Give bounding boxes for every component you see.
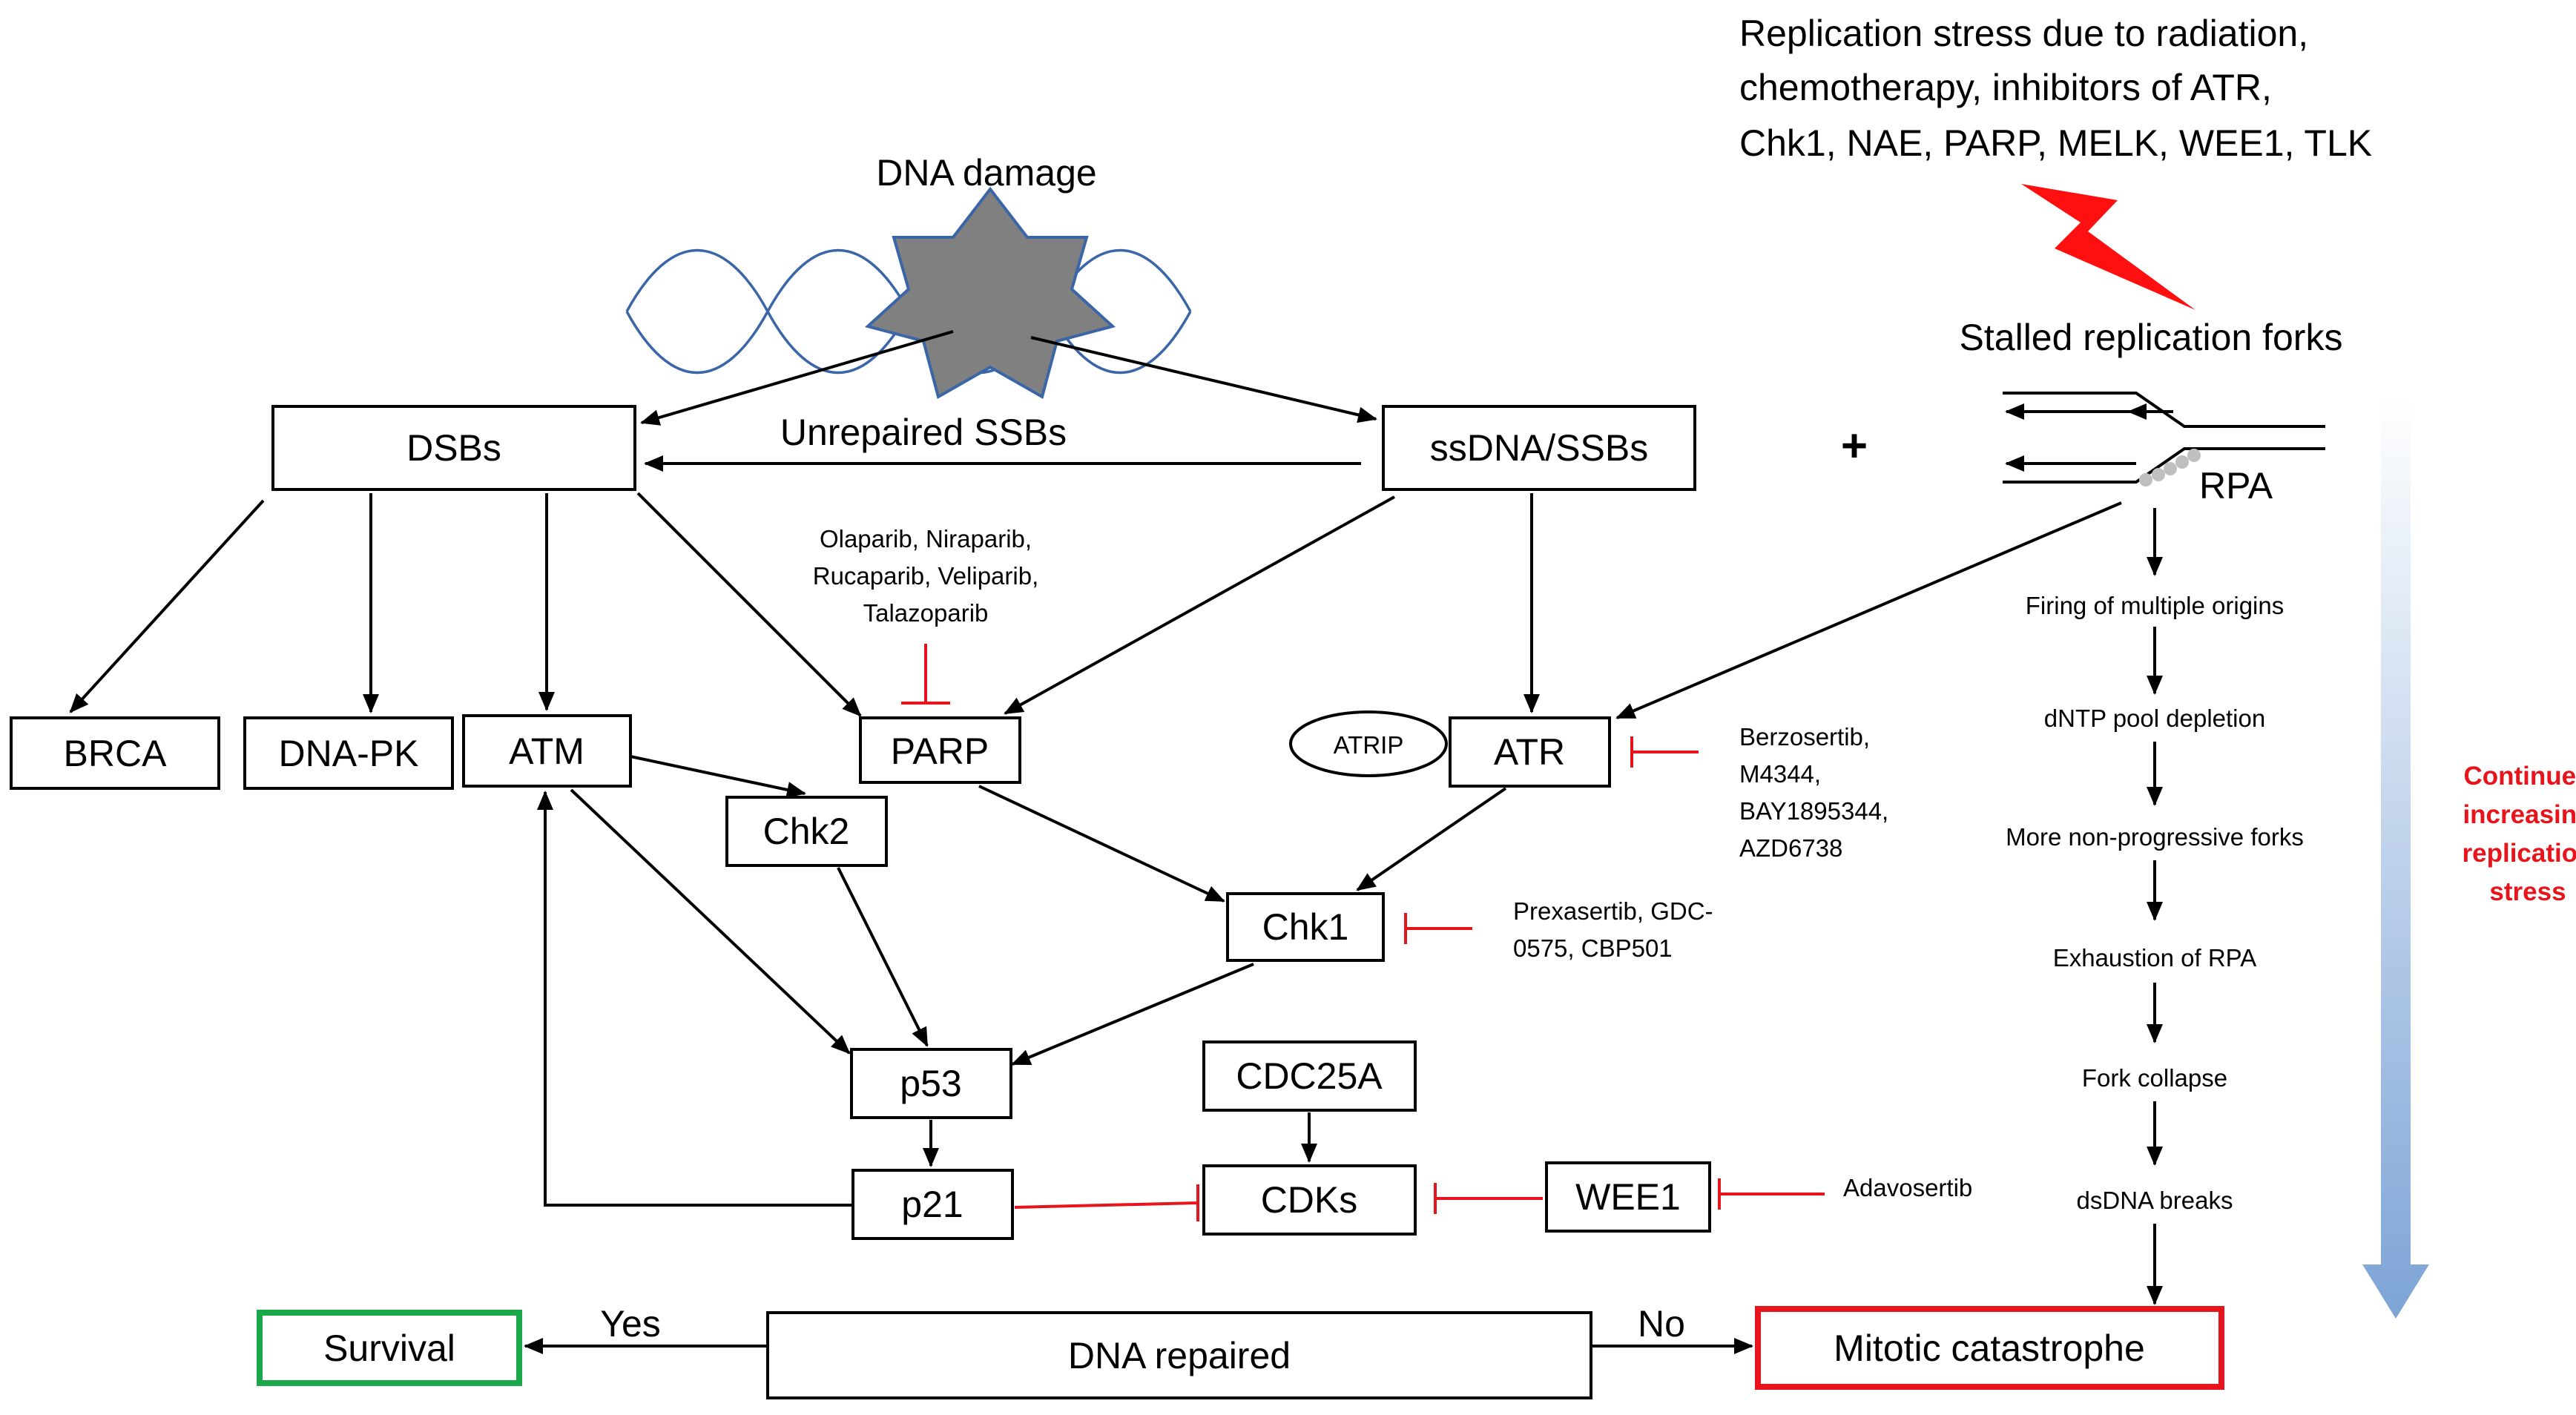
arrow-chk1-p53 [1011, 963, 1254, 1066]
atr-inhibitor-line-3: BAY1895344, [1739, 797, 1888, 825]
chk1-inhibitor-line-1: Prexasertib, GDC- [1513, 897, 1713, 925]
node-atr: ATR [1449, 716, 1611, 788]
cascade-step-6: dsDNA breaks [2077, 1187, 2233, 1214]
replication-stress-line-1: Replication stress due to radiation, [1739, 13, 2308, 54]
arrow-atm-p53 [570, 788, 851, 1055]
wee1-inhibitor: Adavosertib [1843, 1174, 1972, 1201]
node-parp: PARP [859, 716, 1021, 784]
no-label: No [1638, 1303, 1685, 1345]
wee1-label: WEE1 [1575, 1176, 1681, 1218]
cdks-label: CDKs [1261, 1179, 1358, 1221]
node-dna-pk: DNA-PK [243, 716, 454, 790]
parp-inhibitors: Olaparib, Niraparib, Rucaparib, Velipari… [813, 525, 1039, 627]
node-cdc25a: CDC25A [1202, 1040, 1417, 1112]
atr-inhibitor-line-1: Berzosertib, [1739, 723, 1870, 751]
inhibition-lines [901, 644, 1825, 1221]
increasing-stress-arrow [2362, 397, 2429, 1319]
node-p21: p21 [851, 1169, 1014, 1240]
atr-label: ATR [1494, 731, 1565, 773]
node-chk2: Chk2 [725, 796, 888, 867]
node-chk1: Chk1 [1226, 892, 1385, 962]
replication-stress-text: Replication stress due to radiation, che… [1739, 13, 2372, 164]
node-atm: ATM [462, 714, 632, 788]
atr-inhibitor-line-4: AZD6738 [1739, 834, 1842, 862]
dna-damage-label: DNA damage [876, 152, 1096, 194]
stress-label-line-1: Continued [2463, 762, 2576, 791]
p53-label: p53 [900, 1063, 961, 1104]
arrow-chk2-p53 [837, 867, 929, 1047]
atrip-label: ATRIP [1334, 731, 1404, 759]
node-dna-repaired: DNA repaired [766, 1311, 1592, 1399]
node-cdks: CDKs [1202, 1164, 1417, 1236]
cascade-step-4: Exhaustion of RPA [2053, 944, 2257, 972]
rpa-label: RPA [2199, 465, 2273, 507]
node-mitotic-catastrophe: Mitotic catastrophe [1755, 1306, 2224, 1390]
stress-label-line-2: increasing [2463, 800, 2576, 829]
node-p53: p53 [850, 1048, 1012, 1119]
inhibit-cdks-by-p21 [1014, 1184, 1199, 1221]
increasing-stress-label: Continued increasing replication stress [2463, 762, 2576, 906]
inhibit-atr [1630, 736, 1699, 768]
arrow-parp-chk1 [978, 785, 1225, 903]
cascade-step-3: More non-progressive forks [2006, 823, 2304, 851]
inhibit-wee1 [1718, 1178, 1825, 1210]
stress-label-line-4: stress [2489, 877, 2566, 906]
activation-arrows [69, 330, 2122, 1354]
parp-inhibitor-line-3: Talazoparib [863, 599, 989, 627]
cascade-step-2: dNTP pool depletion [2044, 705, 2265, 732]
node-brca: BRCA [10, 716, 220, 790]
replication-stress-line-3: Chk1, NAE, PARP, MELK, WEE1, TLK [1739, 122, 2372, 164]
parp-inhibitor-line-2: Rucaparib, Veliparib, [813, 562, 1039, 590]
parp-label: PARP [891, 730, 989, 772]
cdc25a-label: CDC25A [1236, 1055, 1383, 1097]
p21-label: p21 [901, 1184, 963, 1225]
atr-inhibitor-line-2: M4344, [1739, 760, 1821, 788]
arrow-ssdna-parp [1004, 495, 1395, 715]
atm-label: ATM [509, 730, 584, 772]
arrow-atm-chk2 [630, 755, 806, 798]
survival-label: Survival [323, 1327, 455, 1369]
arrow-damage-ssdna [1030, 336, 1377, 423]
parp-inhibitor-line-1: Olaparib, Niraparib, [820, 525, 1032, 553]
inhibit-cdks-by-wee1 [1434, 1183, 1543, 1214]
arrow-damage-dsbs [640, 330, 954, 426]
node-survival: Survival [257, 1310, 522, 1386]
atr-inhibitors: Berzosertib, M4344, BAY1895344, AZD6738 [1739, 723, 1888, 862]
replication-fork-icon: RPA [2003, 392, 2325, 507]
stalled-forks-label: Stalled replication forks [1960, 317, 2343, 358]
unrepaired-ssbs-label: Unrepaired SSBs [780, 412, 1067, 453]
stress-label-line-3: replication [2463, 839, 2576, 868]
brca-label: BRCA [64, 733, 168, 774]
ssdna-ssbs-label: ssDNA/SSBs [1430, 427, 1649, 469]
dna-pk-label: DNA-PK [279, 733, 419, 774]
node-atrip: ATRIP [1289, 710, 1448, 777]
inhibit-chk1 [1404, 913, 1472, 944]
replication-stress-line-2: chemotherapy, inhibitors of ATR, [1739, 67, 2272, 108]
plus-sign: + [1841, 420, 1868, 472]
replication-cascade: Firing of multiple origins dNTP pool dep… [2006, 508, 2304, 1305]
node-wee1: WEE1 [1545, 1161, 1711, 1233]
arrow-rpa-atr [1615, 501, 2122, 719]
cascade-step-5: Fork collapse [2082, 1064, 2227, 1092]
yes-label: Yes [600, 1303, 661, 1345]
rpa-beads [2139, 449, 2201, 486]
chk2-label: Chk2 [763, 811, 850, 852]
arrow-atr-chk1 [1356, 787, 1507, 891]
arrow-p21-atm [537, 791, 853, 1207]
cascade-step-1: Firing of multiple origins [2026, 592, 2284, 619]
dsbs-label: DSBs [406, 427, 501, 469]
damage-star-icon [864, 186, 1116, 400]
arrow-dsbs-parp [636, 492, 862, 717]
dna-repaired-label: DNA repaired [1068, 1335, 1291, 1376]
inhibit-parp [901, 644, 950, 705]
chk1-inhibitor-line-2: 0575, CBP501 [1513, 934, 1673, 962]
node-ssdna-ssbs: ssDNA/SSBs [1382, 405, 1696, 491]
chk1-label: Chk1 [1262, 906, 1349, 948]
mitotic-catastrophe-label: Mitotic catastrophe [1834, 1327, 2145, 1369]
arrow-dsbs-brca [69, 499, 265, 713]
node-dsbs: DSBs [271, 405, 636, 491]
chk1-inhibitors: Prexasertib, GDC- 0575, CBP501 [1513, 897, 1713, 962]
lightning-icon [2021, 184, 2195, 310]
